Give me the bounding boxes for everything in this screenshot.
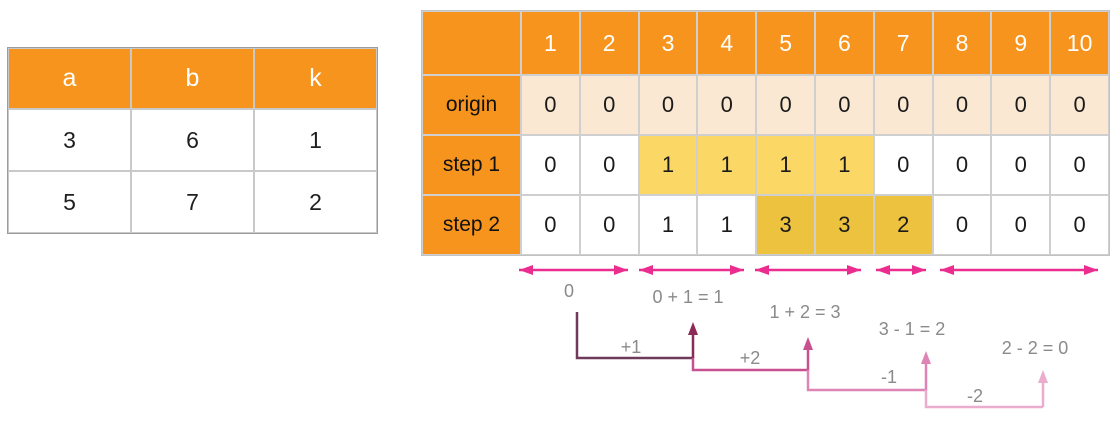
op-label-plus2: +2 xyxy=(740,348,761,368)
range-labels: 0 0 + 1 = 1 1 + 2 = 3 3 - 1 = 2 2 - 2 = … xyxy=(564,281,1068,358)
index-header: 2 xyxy=(579,11,639,75)
range-label-4: 2 - 2 = 0 xyxy=(1002,338,1069,358)
row-label-step1: step 1 xyxy=(422,135,521,195)
index-header: 8 xyxy=(932,11,992,75)
step1-cell-highlighted: 1 xyxy=(814,135,874,195)
range-label-0: 0 xyxy=(564,281,574,301)
step1-cell-highlighted: 1 xyxy=(638,135,698,195)
step-segment-1 xyxy=(575,312,693,360)
origin-cell: 0 xyxy=(814,75,874,135)
op-label-plus1: +1 xyxy=(621,337,642,357)
index-header: 10 xyxy=(1050,11,1109,75)
step1-cell: 0 xyxy=(1050,135,1109,195)
index-header: 5 xyxy=(756,11,815,75)
step-arrowhead-2 xyxy=(803,337,813,350)
origin-cell: 0 xyxy=(521,75,580,135)
step1-cell-highlighted: 1 xyxy=(756,135,815,195)
step-segment-2 xyxy=(691,358,808,372)
param-cell: 3 xyxy=(8,109,131,171)
step2-cell: 0 xyxy=(932,195,992,255)
step-arrowhead-1 xyxy=(688,322,698,335)
step1-cell: 0 xyxy=(579,135,639,195)
param-cell: 7 xyxy=(131,171,254,233)
parameters-table: a b k 3 6 1 5 7 2 xyxy=(7,47,378,234)
param-header-a: a xyxy=(8,48,131,109)
index-header: 1 xyxy=(521,11,580,75)
index-header: 6 xyxy=(814,11,874,75)
origin-cell: 0 xyxy=(697,75,757,135)
row-label-step2: step 2 xyxy=(422,195,521,255)
param-cell: 1 xyxy=(254,109,377,171)
corner-cell xyxy=(422,11,521,75)
step-arrowhead-4 xyxy=(1038,370,1048,383)
origin-cell: 0 xyxy=(873,75,933,135)
range-label-3: 3 - 1 = 2 xyxy=(879,319,946,339)
difference-array-table: 1 2 3 4 5 6 7 8 9 10 origin 0 0 0 0 0 0 … xyxy=(421,10,1110,256)
staircase xyxy=(575,312,1048,409)
origin-cell: 0 xyxy=(579,75,639,135)
step1-cell: 0 xyxy=(873,135,933,195)
step-segment-3 xyxy=(806,370,926,392)
step1-cell: 0 xyxy=(932,135,992,195)
step2-cell-highlighted: 3 xyxy=(756,195,815,255)
origin-cell: 0 xyxy=(991,75,1051,135)
step2-cell: 0 xyxy=(579,195,639,255)
index-header: 4 xyxy=(697,11,757,75)
step1-cell: 0 xyxy=(521,135,580,195)
origin-cell: 0 xyxy=(932,75,992,135)
index-header: 3 xyxy=(638,11,698,75)
step1-cell-highlighted: 1 xyxy=(697,135,757,195)
step-segment-4 xyxy=(924,390,1043,409)
param-header-b: b xyxy=(131,48,254,109)
index-header: 9 xyxy=(991,11,1051,75)
param-cell: 5 xyxy=(8,171,131,233)
origin-cell: 0 xyxy=(1050,75,1109,135)
step1-cell: 0 xyxy=(991,135,1051,195)
index-header: 7 xyxy=(873,11,933,75)
param-cell: 2 xyxy=(254,171,377,233)
step2-cell: 1 xyxy=(697,195,757,255)
step2-cell-highlighted: 2 xyxy=(873,195,933,255)
param-header-k: k xyxy=(254,48,377,109)
origin-cell: 0 xyxy=(638,75,698,135)
step2-cell: 0 xyxy=(1050,195,1109,255)
range-label-2: 1 + 2 = 3 xyxy=(769,302,840,322)
op-label-minus2: -2 xyxy=(967,386,983,406)
step-arrowhead-3 xyxy=(921,351,931,364)
param-cell: 6 xyxy=(131,109,254,171)
step2-cell: 0 xyxy=(521,195,580,255)
step2-cell: 1 xyxy=(638,195,698,255)
range-label-1: 0 + 1 = 1 xyxy=(652,287,723,307)
op-label-minus1: -1 xyxy=(881,367,897,387)
step2-cell-highlighted: 3 xyxy=(814,195,874,255)
row-label-origin: origin xyxy=(422,75,521,135)
origin-cell: 0 xyxy=(756,75,815,135)
operation-labels: +1 +2 -1 -2 xyxy=(621,337,983,406)
step2-cell: 0 xyxy=(991,195,1051,255)
